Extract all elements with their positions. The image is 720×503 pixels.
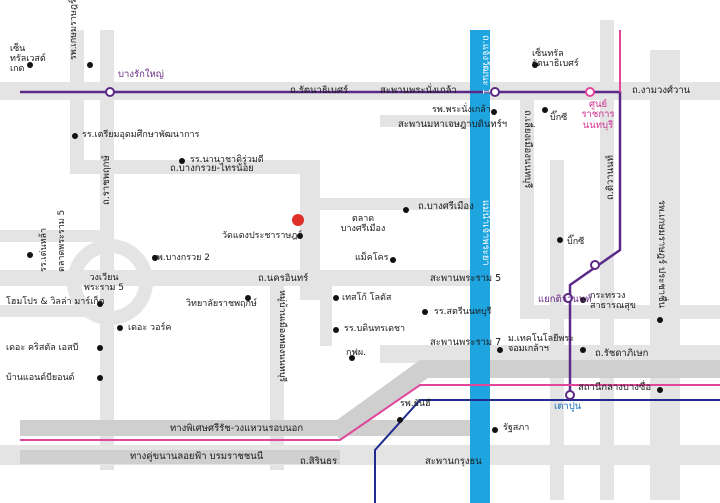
station-bang-rak-yai — [105, 87, 115, 97]
bridge-krungthon: สะพานกรุงธน — [425, 456, 482, 467]
roundabout — [67, 239, 153, 325]
place-triam-udom: รร.เตรียมอุดมศึกษาพัฒนาการ — [82, 130, 200, 140]
station-civic — [585, 87, 595, 97]
road-label-sirinthon: ถ.สิรินธร — [300, 456, 338, 467]
place-satri-nonthaburi: รร.สตรีนนทบุรี — [434, 307, 492, 317]
road-label-ratchaphruek: ถ.ราชพฤกษ์ — [101, 155, 112, 205]
place-tech-university: ม.เทคโนโลยีพระจอมเกล้าฯ — [508, 334, 575, 354]
west-road-2 — [0, 230, 110, 242]
place-homepro: โฮมโปร & วิลล่า มาร์เก็ต — [6, 297, 105, 307]
station-label-tao-poon: เตาปูน — [554, 401, 582, 412]
road-short — [320, 286, 332, 346]
station-phra-nang-klao — [490, 87, 500, 97]
tiwanon-road — [550, 160, 564, 500]
station-tiwanon — [590, 260, 600, 270]
road-label-kanchanaphisek: ทางพิเศษศรีรัช-วงแหวนรอบนอก — [170, 423, 304, 434]
bangkruai-road — [70, 160, 320, 174]
nakhon-in-road — [0, 270, 480, 286]
road-label-ratthathibet: ถ.รัตนาธิเบศร์ — [290, 85, 349, 96]
place-big-c-2: บิ๊กซี — [567, 237, 585, 247]
bang-si-mueang-road — [320, 198, 470, 210]
place-bang-kruai-2: รพ.บางกรวย 2 — [152, 253, 210, 263]
bend-road — [300, 160, 320, 300]
place-nanachat: รร.นานาชาติรู่วมดี — [190, 155, 264, 165]
station-tao-poon — [565, 390, 575, 400]
place-pranangklao-hospital: รพ.พระนั่งเกล้า — [432, 105, 491, 115]
place-central-rattanathibet: เซ็นทรัลรัตนาธิเบศร์ — [532, 49, 579, 69]
expressway-curve — [330, 360, 720, 440]
road-label-bypass: ถ.เลี่ยงเมืองนนทบุรี — [522, 110, 533, 189]
station-markers — [105, 87, 600, 400]
place-rama-hospital: รัฐสภา — [503, 423, 530, 433]
bridge-rama5: สะพานพระราม 5 — [430, 273, 502, 284]
station-label-bang-sue: สถานีกลางบางซื่อ — [578, 382, 652, 393]
bridge-road — [380, 115, 470, 127]
chao-phraya-river — [470, 30, 490, 503]
expressway — [20, 360, 720, 464]
road-label-ratchada: ถ.รัชดาภิเษก — [595, 348, 649, 359]
place-the-walk: เดอะ วอร์ค — [128, 323, 172, 333]
bridge-maha-chesadabodindranusorn: สะพานมหาเจษฎาบดินทร์ฯ — [398, 119, 508, 130]
place-bodin-decha: รร.บดินทรเดชา — [344, 324, 406, 334]
purple-line — [20, 90, 622, 395]
place-baan-beyond: บ้านแอนด์บียอนด์ — [6, 373, 75, 383]
station-label-bang-rak-yai: บางรักใหญ่ — [118, 69, 164, 80]
place-talat-phra-ram-5: ตลาดพระราม 5 — [57, 209, 67, 272]
poi-dots — [27, 62, 663, 433]
road-label-bang-si-mueang: ถ.บางศรีเมือง — [418, 201, 474, 212]
place-kasemrad-rattanathibet: รพ.เกษมราษฎร์รัตนาธิเบศร์ — [69, 0, 79, 60]
road-label-chaeng-watthana: ถ.แจ้งวัฒนะ 1 — [480, 35, 491, 95]
road-label-kasemrad-prachachuen: รพ.เกษมราษฎร์ ประชาชื่น — [656, 200, 667, 309]
place-wongwian-phra-ram-5: วงเวียนพระราม 5 — [83, 273, 124, 293]
location-marker — [292, 214, 304, 226]
place-big-c: บิ๊กซี — [550, 113, 568, 123]
place-central-westgate: เซ็นทรัลเวสต์เกต — [10, 44, 46, 74]
road-label-nakhon-in: ถ.นครอินทร์ — [258, 273, 309, 284]
road-east-2 — [650, 50, 680, 500]
bridge-rama7: สะพานพระราม 7 — [430, 337, 502, 348]
place-tesco-lotus: เทสโก้ โลตัส — [342, 293, 392, 303]
river-label: แม่น้ำเจ้าพระยา — [480, 200, 491, 266]
place-siriraj: รพ.ยันฮี — [400, 399, 431, 409]
place-crystal: เดอะ คริสตัล เอสบี — [6, 343, 79, 353]
road-label-bangkruai: ถ.บางกรวย-ไทรน้อย — [170, 163, 254, 174]
pink-line — [20, 30, 720, 441]
place-ministry-public-health: กระทรวงสาธารณสุข — [590, 291, 636, 311]
station-label-civic: ศูนย์ราชการนนทบุรี — [581, 99, 615, 131]
road-label-tiwanon: ถ.ติวานนท์ — [605, 155, 616, 200]
place-housing: หมู่บ้านเมืองทองนนทบุรี — [277, 290, 287, 383]
place-talat-bang-si-mueang: ตลาดบางศรีเมือง — [340, 214, 386, 234]
bridge-phra-nang-klao: สะพานพระนั่งเกล้า — [380, 85, 457, 96]
station-label-yaek-tiwanon: แยกติวานนท์ — [538, 294, 592, 305]
road-label-borommaratchachonnani: ทางคู่ขนานลอยฟ้า บรมราชชนนี — [130, 451, 264, 462]
place-makro: แม็คโคร — [355, 253, 389, 263]
place-tenla: รร.เต่นหล้า — [39, 227, 49, 272]
station-yaek-tiwanon — [563, 293, 573, 303]
road-label-ngamwongwan: ถ.งามวงศ์วาน — [632, 85, 691, 96]
place-wat-daeng: วัดแดงประชาราษฎร์ — [222, 231, 303, 241]
place-ratchaphruek-college: วิทยาลัยราชพฤกษ์ — [186, 299, 257, 309]
place-kaphopho: กฟผ. — [346, 348, 366, 358]
borommaratchachonnani-road — [20, 450, 340, 464]
bypass-road — [520, 95, 534, 315]
